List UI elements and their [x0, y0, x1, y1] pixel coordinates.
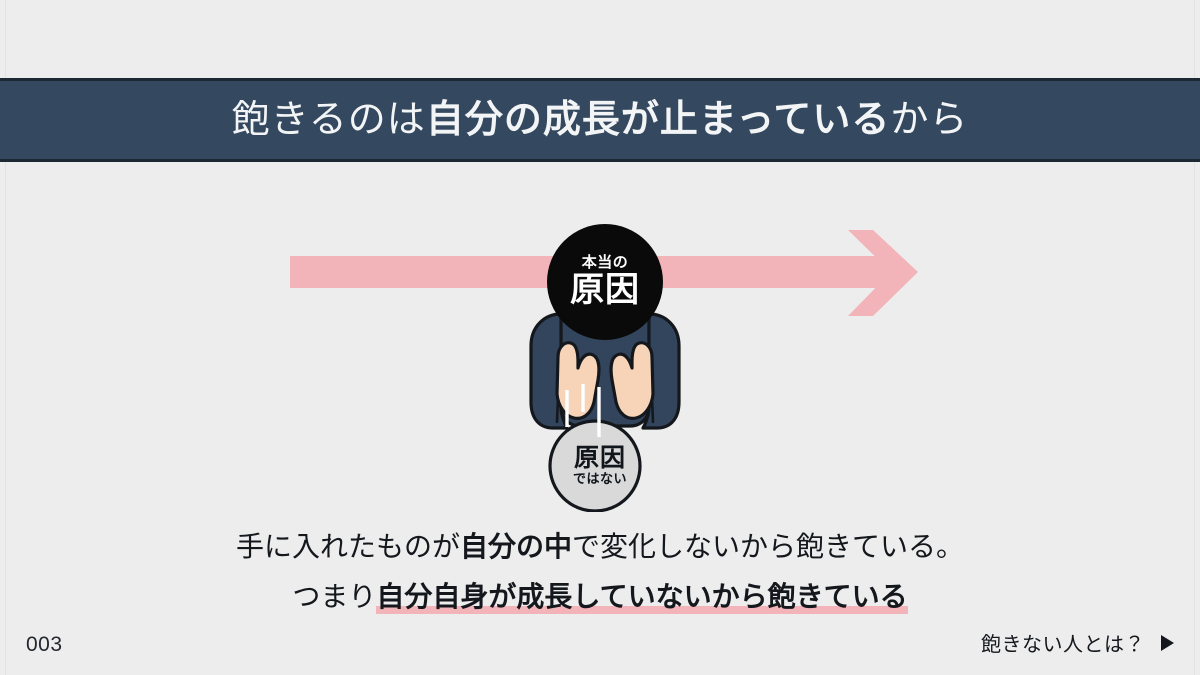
- slide-right-edge: [1194, 0, 1195, 675]
- title-band: 飽きるのは自分の成長が止まっているから: [0, 78, 1200, 162]
- caption-line-1: 手に入れたものが自分の中で変化しないから飽きている。: [0, 528, 1200, 566]
- person-illustration: [495, 222, 715, 512]
- caption-line2-prefix: つまり: [292, 580, 377, 612]
- caption-line1-part1: 手に入れたものが: [235, 531, 460, 562]
- title-emphasis: 自分の成長が止まっている: [425, 99, 891, 141]
- play-triangle-icon[interactable]: [1161, 634, 1174, 651]
- slide-title: 飽きるのは自分の成長が止まっているから: [232, 101, 969, 139]
- caption-line-2: つまり自分自身が成長していないから飽きている: [0, 578, 1200, 616]
- caption-block: 手に入れたものが自分の中で変化しないから飽きている。 つまり自分自身が成長してい…: [0, 528, 1200, 616]
- title-suffix: から: [890, 99, 969, 141]
- next-section-link[interactable]: 飽きない人とは？: [981, 628, 1174, 657]
- slide-left-edge: [5, 0, 6, 675]
- title-prefix: 飽きるのは: [231, 99, 426, 141]
- page-number: 003: [26, 633, 63, 656]
- caption-line1-part2: で変化しないから飽きている。: [572, 531, 965, 562]
- next-section-label: 飽きない人とは？: [981, 634, 1145, 656]
- caption-line2-highlight: 自分自身が成長していないから飽きている: [376, 580, 908, 614]
- caption-line1-emphasis: 自分の中: [459, 531, 572, 562]
